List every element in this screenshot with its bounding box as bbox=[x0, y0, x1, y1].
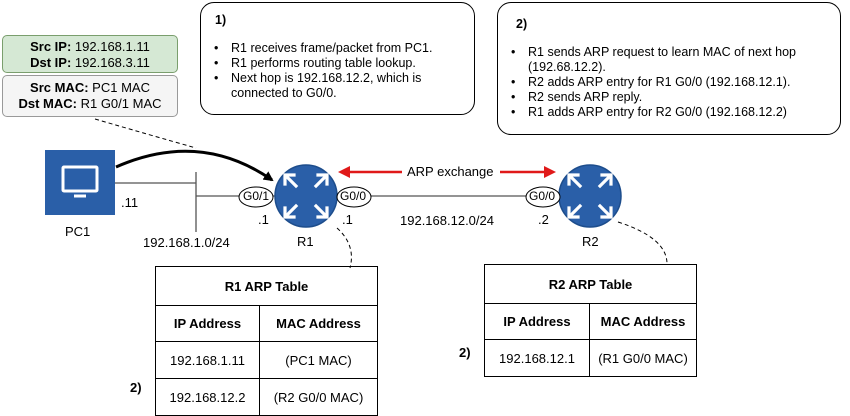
r2-arp-row-step: 2) bbox=[459, 345, 471, 360]
note-step-2-item: R2 sends ARP reply. bbox=[506, 90, 834, 105]
note-step-1-list: R1 receives frame/packet from PC1. R1 pe… bbox=[209, 41, 471, 101]
r2-arp-table-title: R2 ARP Table bbox=[484, 264, 697, 304]
arp-exchange-label: ARP exchange bbox=[407, 164, 494, 179]
r1-label: R1 bbox=[297, 234, 314, 249]
packet-ip-header: Src IP: 192.168.1.11 Dst IP: 192.168.3.1… bbox=[2, 35, 178, 73]
router-icon-r1 bbox=[274, 164, 338, 228]
dst-ip-label: Dst IP: bbox=[30, 55, 72, 70]
router-icon-r2 bbox=[558, 164, 622, 228]
note-step-1-item: R1 receives frame/packet from PC1. bbox=[209, 41, 471, 56]
r2-arp-header-mac: MAC Address bbox=[589, 303, 697, 340]
wan-subnet-label: 192.168.12.0/24 bbox=[400, 213, 494, 228]
src-mac-label: Src MAC: bbox=[30, 80, 89, 95]
r2-arp-header-ip: IP Address bbox=[484, 303, 590, 340]
interface-label-r2-g00: G0/0 bbox=[529, 189, 556, 203]
r1-arp-header-ip: IP Address bbox=[155, 305, 260, 342]
src-mac-line: Src MAC: PC1 MAC bbox=[3, 80, 177, 96]
r2-arp-cell-mac: (R1 G0/0 MAC) bbox=[589, 339, 697, 377]
r1-table-callout-line bbox=[336, 227, 352, 269]
src-ip-label: Src IP: bbox=[30, 39, 72, 54]
frame-arrow bbox=[115, 149, 274, 182]
r1-arp-cell-mac: (PC1 MAC) bbox=[259, 341, 378, 379]
src-ip-line: Src IP: 192.168.1.11 bbox=[3, 39, 177, 55]
r1-arp-row-step: 2) bbox=[130, 380, 142, 395]
r2-arp-cell-ip: 192.168.12.1 bbox=[484, 339, 590, 377]
r2-g00-host-address: .2 bbox=[538, 212, 549, 227]
interface-label-r1-g01: G0/1 bbox=[243, 189, 270, 203]
r2-label: R2 bbox=[582, 234, 599, 249]
note-step-1: 1) R1 receives frame/packet from PC1. R1… bbox=[200, 2, 475, 115]
interface-oval-r2-g00 bbox=[525, 186, 561, 208]
note-step-2-list: R1 sends ARP request to learn MAC of nex… bbox=[506, 45, 834, 120]
interface-label-r1-g00: G0/0 bbox=[340, 189, 367, 203]
interface-oval-r1-g00 bbox=[336, 186, 372, 208]
dst-ip-line: Dst IP: 192.168.3.11 bbox=[3, 55, 177, 71]
pc1-label: PC1 bbox=[65, 224, 91, 239]
r1-arp-table-title: R1 ARP Table bbox=[155, 266, 378, 306]
note-step-1-item: R1 performs routing table lookup. bbox=[209, 56, 471, 71]
packet-callout-line bbox=[94, 118, 197, 149]
dst-mac-value: R1 G0/1 MAC bbox=[80, 96, 162, 111]
r1-g00-host-address: .1 bbox=[342, 212, 353, 227]
r2-table-callout-line bbox=[617, 221, 668, 266]
r1-arp-table: R1 ARP Table IP Address MAC Address 192.… bbox=[155, 266, 378, 416]
interface-oval-r1-g01 bbox=[238, 186, 274, 208]
note-step-2-item: R2 adds ARP entry for R1 G0/0 (192.168.1… bbox=[506, 75, 834, 90]
note-step-2-item: R1 adds ARP entry for R2 G0/0 (192.168.1… bbox=[506, 105, 834, 120]
src-ip-value: 192.168.1.11 bbox=[74, 39, 150, 54]
r1-arp-header-mac: MAC Address bbox=[259, 305, 378, 342]
r1-arp-cell-mac: (R2 G0/0 MAC) bbox=[259, 378, 378, 416]
r1-arp-cell-ip: 192.168.1.11 bbox=[155, 341, 260, 379]
note-step-2-number: 2) bbox=[516, 17, 528, 31]
r1-arp-cell-ip: 192.168.12.2 bbox=[155, 378, 260, 416]
dst-mac-line: Dst MAC: R1 G0/1 MAC bbox=[3, 96, 177, 112]
dst-mac-label: Dst MAC: bbox=[18, 96, 77, 111]
r2-arp-table: R2 ARP Table IP Address MAC Address 192.… bbox=[484, 264, 697, 377]
note-step-1-number: 1) bbox=[215, 13, 227, 27]
note-step-2: 2) R1 sends ARP request to learn MAC of … bbox=[497, 2, 841, 135]
note-step-1-item: Next hop is 192.168.12.2, which is conne… bbox=[209, 71, 456, 101]
lan-subnet-label: 192.168.1.0/24 bbox=[143, 235, 230, 250]
packet-mac-header: Src MAC: PC1 MAC Dst MAC: R1 G0/1 MAC bbox=[2, 75, 178, 117]
note-step-2-item: R1 sends ARP request to learn MAC of nex… bbox=[506, 45, 818, 75]
dst-ip-value: 192.168.3.11 bbox=[74, 55, 150, 70]
pc1-host-address: .11 bbox=[121, 195, 139, 210]
src-mac-value: PC1 MAC bbox=[92, 80, 150, 95]
r1-g01-host-address: .1 bbox=[258, 212, 269, 227]
pc-icon bbox=[45, 150, 115, 215]
